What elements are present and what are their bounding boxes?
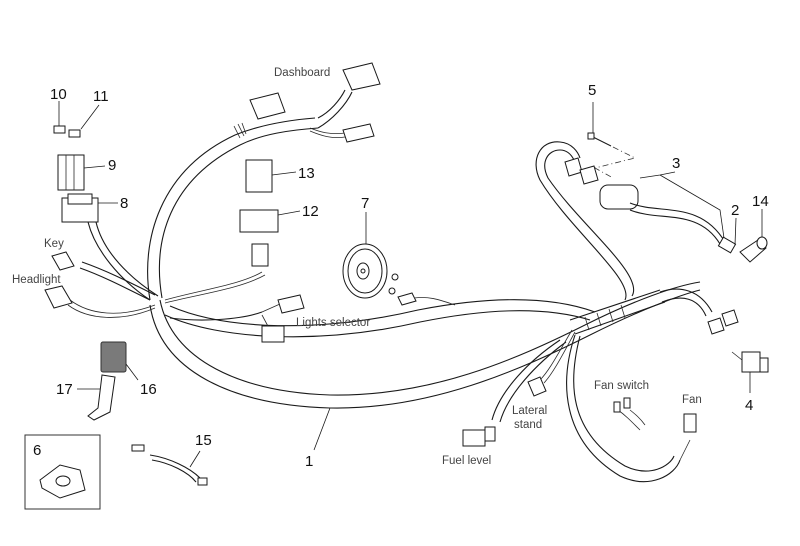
lead-15: 15 xyxy=(131,432,212,486)
dashboard-connector-small xyxy=(342,123,375,143)
fan-connector: Fan xyxy=(682,394,702,433)
label-lateral-stand-1: Lateral xyxy=(512,405,547,417)
label-fan: Fan xyxy=(682,394,702,406)
part-number-11: 11 xyxy=(93,88,109,105)
ignition-coil-3: 3 xyxy=(564,155,726,245)
fuel-level-connector: Fuel level xyxy=(442,426,496,467)
key-connector xyxy=(51,251,75,271)
bracket-17: 17 xyxy=(56,374,116,421)
label-lights-selector: Lights selector xyxy=(296,317,370,329)
sensor-4: 4 xyxy=(707,309,769,414)
clip-6: 6 xyxy=(24,434,101,510)
label-lateral-stand-2: stand xyxy=(514,419,542,431)
part-number-5: 5 xyxy=(588,82,596,99)
label-dashboard: Dashboard xyxy=(274,67,330,79)
relay-16: 16 xyxy=(100,341,157,398)
part-number-7: 7 xyxy=(361,195,369,212)
spark-plug-cap-14: 14 xyxy=(739,193,769,263)
part-number-12: 12 xyxy=(302,203,319,220)
relay-socket-12: 12 xyxy=(239,203,319,233)
label-key: Key xyxy=(44,238,64,250)
part-number-9: 9 xyxy=(108,157,116,174)
label-fuel-level: Fuel level xyxy=(442,455,491,467)
part-number-10: 10 xyxy=(50,86,67,103)
part-number-14: 14 xyxy=(752,193,769,210)
connector-9: 9 xyxy=(57,154,116,191)
part-number-16: 16 xyxy=(140,381,157,398)
part-number-17: 17 xyxy=(56,381,73,398)
dashboard-connectors: Dashboard xyxy=(249,62,381,143)
lateral-stand-connector: Lateral stand xyxy=(512,376,547,431)
fuses: 10 11 xyxy=(50,86,109,138)
headlight-connector xyxy=(44,285,73,309)
horn-connector xyxy=(397,292,417,306)
part-number-1: 1 xyxy=(305,453,313,470)
part-number-3: 3 xyxy=(672,155,680,172)
part-number-8: 8 xyxy=(120,195,128,212)
part-number-13: 13 xyxy=(298,165,315,182)
main-harness xyxy=(67,89,713,482)
relay-13: 13 xyxy=(245,159,315,193)
leader-line-1 xyxy=(313,407,331,451)
fuse-10 xyxy=(53,125,66,134)
fan-switch-connectors: Fan switch xyxy=(594,380,649,413)
part-number-15: 15 xyxy=(195,432,212,449)
relay-plug xyxy=(251,243,269,267)
part-number-4: 4 xyxy=(745,397,753,414)
bolt-5: 5 xyxy=(587,82,612,147)
plug-cap-2: 2 xyxy=(717,202,739,254)
dashboard-connector-left xyxy=(249,92,286,120)
part-number-6: 6 xyxy=(33,442,41,459)
horn-7: 7 xyxy=(342,195,399,299)
connector-8: 8 xyxy=(61,193,128,223)
fuse-11 xyxy=(68,129,81,138)
label-headlight: Headlight xyxy=(12,274,61,286)
key-headlight-connectors: Key Headlight xyxy=(12,238,75,309)
lights-selector-connectors: Lights selector xyxy=(261,294,370,343)
dashboard-connector-main xyxy=(342,62,381,91)
part-number-2: 2 xyxy=(731,202,739,219)
label-fan-switch: Fan switch xyxy=(594,380,649,392)
